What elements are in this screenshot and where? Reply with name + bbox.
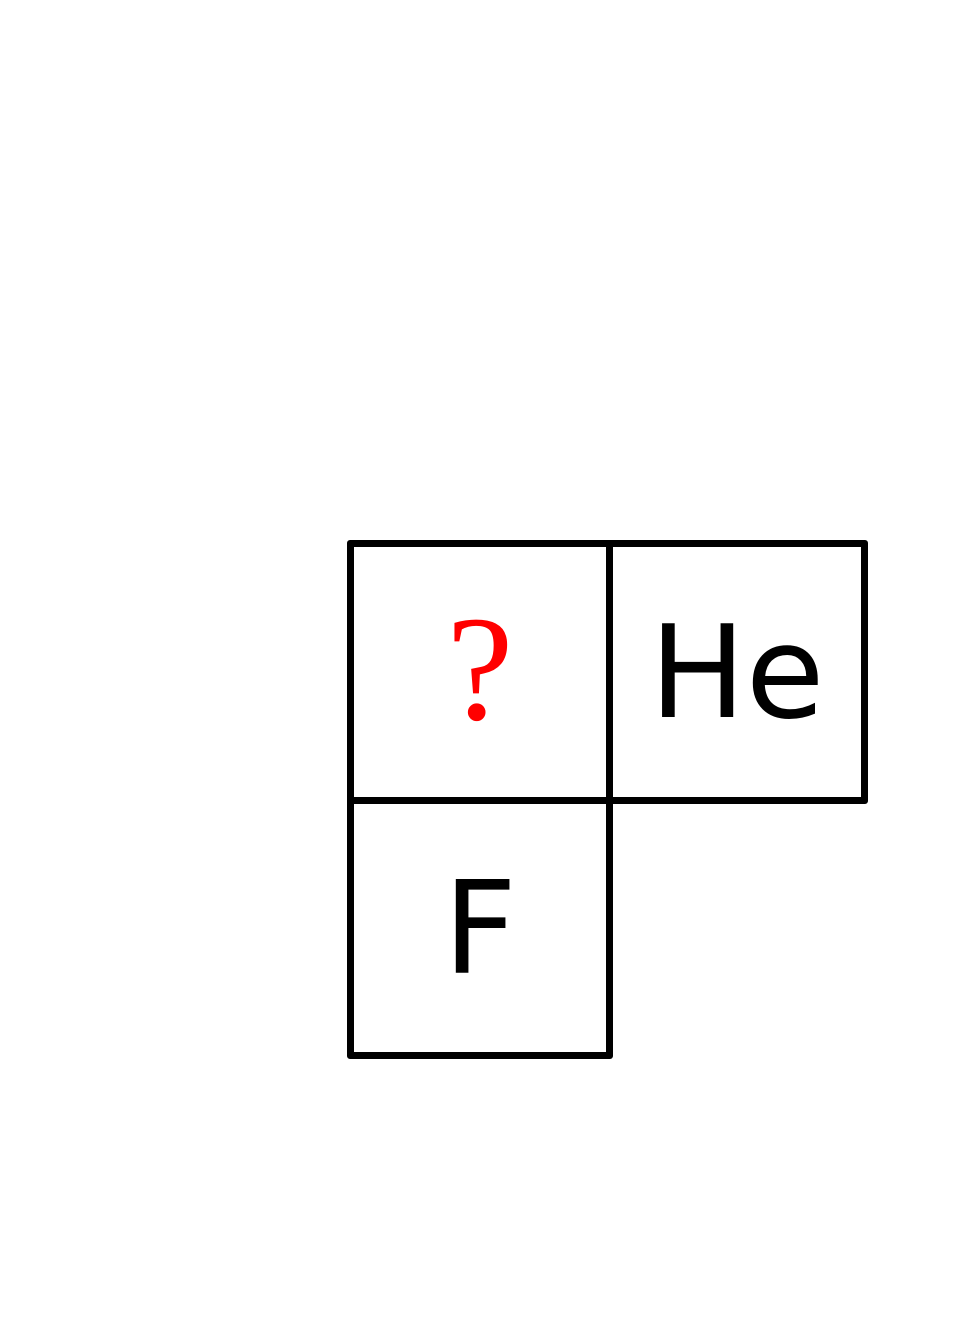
unknown-element-cell: ?: [347, 540, 613, 804]
element-symbol-f: F: [443, 855, 517, 1004]
helium-cell: He: [606, 540, 868, 804]
fluorine-cell: F: [347, 797, 613, 1059]
element-symbol-he: He: [649, 599, 825, 748]
question-mark-icon: ?: [446, 586, 514, 752]
